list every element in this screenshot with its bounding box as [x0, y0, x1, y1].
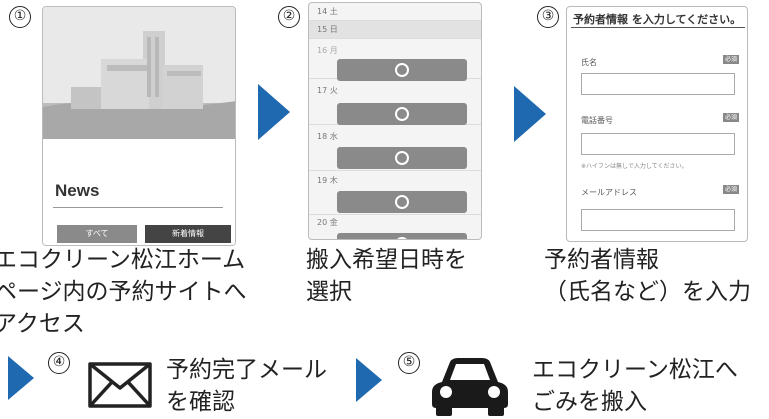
available-circle-icon	[395, 151, 409, 165]
time-slot-button	[337, 103, 467, 125]
calendar-date-label: 16 月	[317, 46, 338, 55]
form-title: 予約者情報 を入力してください。	[573, 13, 742, 26]
calendar-date-label: 19 木	[317, 176, 338, 185]
step-1-caption: エコクリーン松江ホーム ページ内の予約サイトへ アクセス	[0, 247, 247, 337]
news-divider	[53, 207, 223, 208]
step-3-caption: 予約者情報 （氏名など）を入力	[544, 247, 751, 305]
car-icon	[428, 356, 512, 416]
email-field	[581, 209, 735, 231]
time-slot-button	[337, 147, 467, 169]
step-arrow-icon	[258, 84, 290, 140]
available-circle-icon	[395, 237, 409, 239]
phone-field	[581, 133, 735, 155]
available-circle-icon	[395, 195, 409, 209]
phone-note: ※ハイフンは無しで入力してください。	[581, 163, 688, 170]
step-number-2: ②	[278, 6, 300, 28]
calendar-row: 15 日	[309, 21, 481, 39]
available-circle-icon	[395, 107, 409, 121]
required-badge: 必須	[723, 185, 739, 194]
step-number-5: ⑤	[398, 352, 420, 374]
step-5-caption: エコクリーン松江へ ごみを搬入	[532, 357, 738, 415]
phone-label: 電話番号	[581, 116, 613, 125]
step-arrow-icon	[8, 356, 34, 400]
news-tab-latest: 新着情報	[145, 225, 231, 243]
calendar-row: 14 土	[309, 3, 481, 21]
time-slot-button	[337, 191, 467, 213]
news-section: News すべて 新着情報	[43, 139, 235, 245]
calendar-row: 19 木	[309, 175, 481, 215]
required-badge: 必須	[723, 113, 739, 122]
news-tab-all: すべて	[57, 225, 137, 243]
calendar-date-label: 18 水	[317, 132, 338, 141]
name-label: 氏名	[581, 58, 597, 67]
calendar-row: 20 金	[309, 217, 481, 239]
step-number-4: ④	[48, 352, 70, 374]
form-title-underline	[571, 27, 745, 28]
time-slot-button	[337, 233, 467, 239]
name-field	[581, 73, 735, 95]
step-arrow-icon	[514, 86, 546, 142]
step-number-1: ①	[9, 6, 31, 28]
step-number-3: ③	[537, 6, 559, 28]
step-arrow-icon	[356, 358, 382, 402]
required-badge: 必須	[723, 55, 739, 64]
news-heading: News	[55, 181, 100, 200]
calendar-date-label: 15 日	[317, 25, 338, 34]
step-4-caption: 予約完了メール を確認	[166, 357, 327, 415]
mail-icon	[88, 362, 152, 408]
date-selection-screenshot: 14 土 15 日 16 月 17 火 18 水 19 木 20 金	[308, 2, 482, 240]
calendar-date-label: 20 金	[317, 218, 338, 227]
facility-building-image	[43, 7, 235, 139]
available-circle-icon	[395, 63, 409, 77]
homepage-screenshot: News すべて 新着情報	[42, 6, 236, 246]
calendar-date-label: 17 火	[317, 86, 338, 95]
step-2-caption: 搬入希望日時を 選択	[306, 247, 467, 305]
time-slot-button	[337, 59, 467, 81]
email-label: メールアドレス	[581, 188, 637, 197]
facility-photo	[43, 7, 235, 139]
calendar-date-label: 14 土	[317, 7, 338, 16]
form-screenshot: 予約者情報 を入力してください。 氏名 必須 電話番号 必須 ※ハイフンは無しで…	[566, 6, 748, 242]
calendar-row: 18 水	[309, 131, 481, 171]
